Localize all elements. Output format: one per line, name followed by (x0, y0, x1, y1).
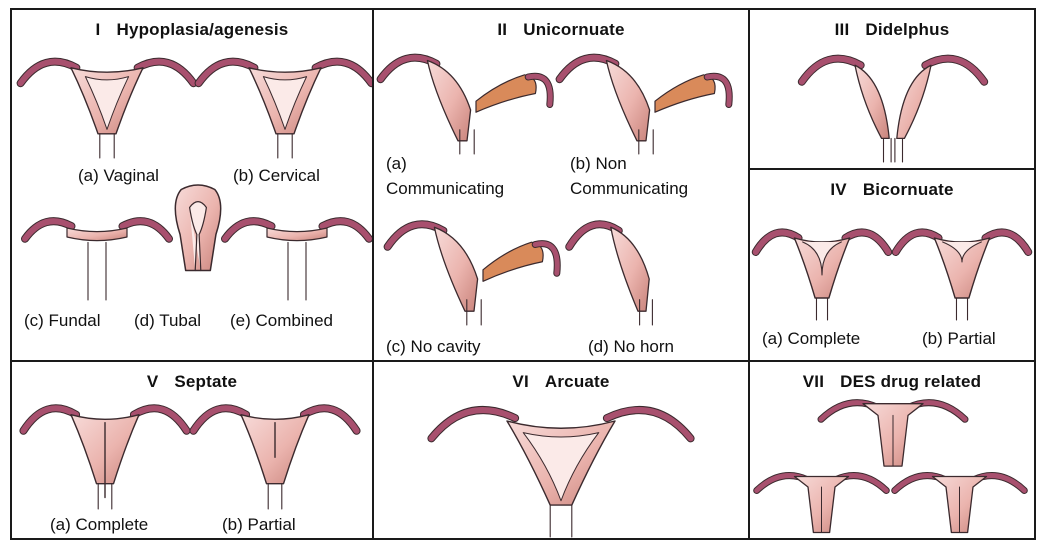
uterus-tubal-agenesis-illustration (170, 185, 226, 275)
panel-title: II Unicornuate (374, 20, 748, 40)
panel-title: IV Bicornuate (750, 180, 1034, 200)
panel-title-text: Didelphus (865, 20, 949, 39)
panel-title-text: DES drug related (840, 372, 981, 391)
panel-septate: V Septate (a) Complete (b) Partial (10, 360, 374, 540)
panel-title-text: Unicornuate (523, 20, 624, 39)
uterus-cervical-agenesis-illustration (195, 48, 374, 158)
panel-numeral: I (96, 20, 101, 39)
uterus-vaginal-agenesis-illustration (17, 48, 197, 158)
uterus-combined-agenesis-illustration (222, 210, 372, 300)
caption-complete: (a) Complete (50, 514, 148, 536)
uterus-unicornuate-communicating-illustration (377, 44, 557, 154)
panel-didelphus: III Didelphus (748, 8, 1036, 170)
panel-numeral: II (497, 20, 507, 39)
panel-title: III Didelphus (750, 20, 1034, 40)
uterus-t-shaped-right-illustration (892, 466, 1027, 536)
uterus-t-shaped-left-illustration (754, 466, 889, 536)
uterus-unicornuate-no-horn-illustration (566, 210, 726, 325)
panel-numeral: V (147, 372, 159, 391)
caption-complete: (a) Complete (762, 328, 860, 350)
caption-cervical: (b) Cervical (233, 165, 320, 187)
caption-partial: (b) Partial (222, 514, 296, 536)
panel-bicornuate: IV Bicornuate (a) Complete (b) Partial (748, 168, 1036, 362)
panel-numeral: VII (803, 372, 824, 391)
caption-noncommunicating: Communicating (570, 178, 688, 200)
panel-title: V Septate (12, 372, 372, 392)
caption-no-cavity: (c) No cavity (386, 336, 480, 358)
uterus-bicornuate-complete-illustration (753, 220, 891, 320)
uterus-fundal-agenesis-illustration (22, 210, 172, 300)
uterus-t-shaped-top-illustration (818, 392, 968, 470)
uterus-unicornuate-noncommunicating-illustration (556, 44, 736, 154)
panel-title: VII DES drug related (750, 372, 1034, 392)
panel-numeral: IV (830, 180, 846, 199)
uterus-septate-complete-illustration (20, 394, 190, 509)
uterus-didelphus-illustration (798, 44, 988, 162)
panel-numeral: VI (512, 372, 528, 391)
uterus-bicornuate-partial-illustration (893, 220, 1031, 320)
panel-title-text: Hypoplasia/agenesis (116, 20, 288, 39)
caption-fundal: (c) Fundal (24, 310, 101, 332)
panel-title-text: Septate (174, 372, 237, 391)
panel-title-text: Bicornuate (863, 180, 954, 199)
caption-b-non: (b) Non (570, 153, 627, 175)
uterus-septate-partial-illustration (190, 394, 360, 509)
caption-combined: (e) Combined (230, 310, 333, 332)
uterus-arcuate-illustration (426, 392, 696, 537)
caption-vaginal: (a) Vaginal (78, 165, 159, 187)
uterus-unicornuate-no-cavity-illustration (384, 210, 564, 325)
panel-arcuate: VI Arcuate (372, 360, 750, 540)
panel-hypoplasia-agenesis: I Hypoplasia/agenesis (a) Vaginal (b) Cer… (10, 8, 374, 362)
panel-title: I Hypoplasia/agenesis (12, 20, 372, 40)
caption-partial: (b) Partial (922, 328, 996, 350)
caption-a: (a) (386, 153, 407, 175)
caption-no-horn: (d) No horn (588, 336, 674, 358)
panel-numeral: III (835, 20, 850, 39)
panel-des-drug-related: VII DES drug related (748, 360, 1036, 540)
caption-tubal: (d) Tubal (134, 310, 201, 332)
caption-communicating: Communicating (386, 178, 504, 200)
panel-title-text: Arcuate (545, 372, 610, 391)
panel-title: VI Arcuate (374, 372, 748, 392)
